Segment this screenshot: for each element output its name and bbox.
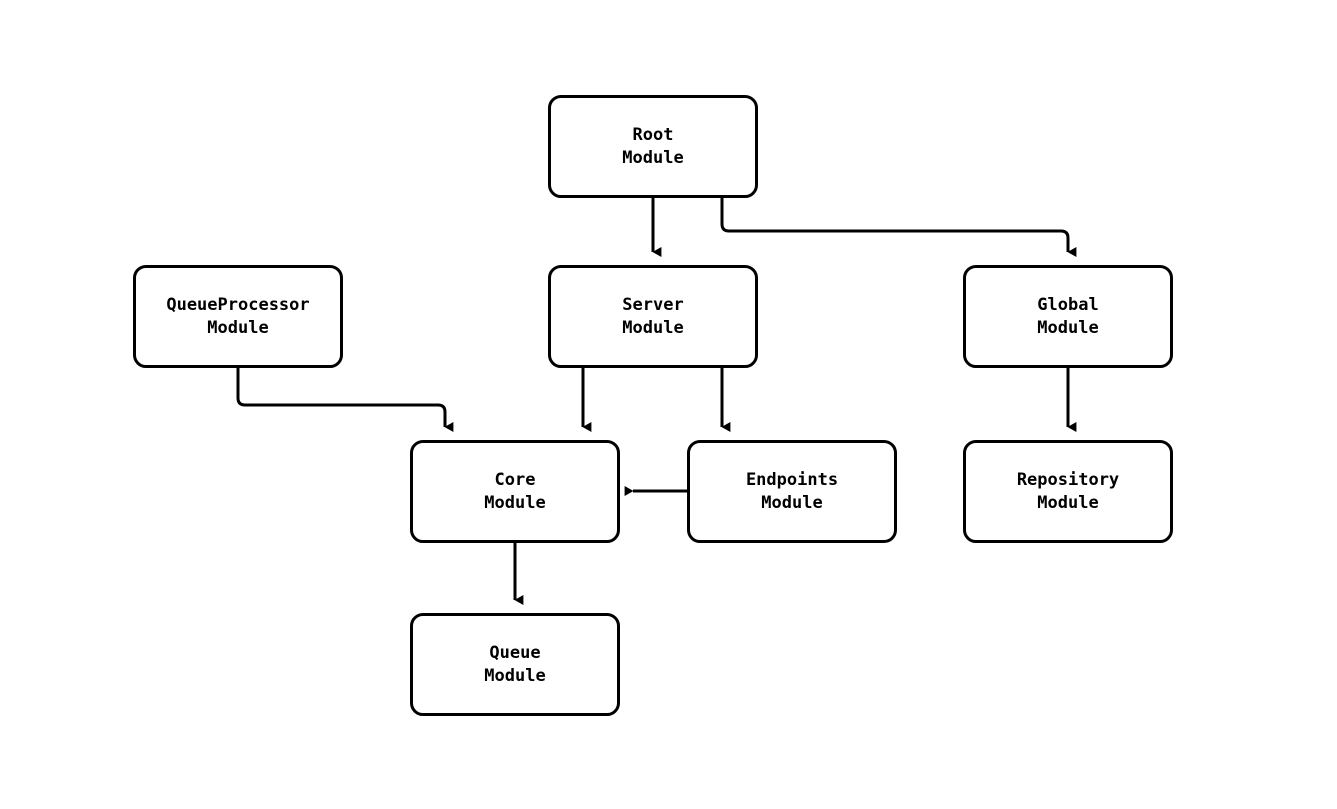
node-global[interactable]: Global Module <box>963 265 1173 368</box>
node-endpoints-label: Endpoints Module <box>745 469 839 513</box>
node-queue-label: Queue Module <box>484 642 546 686</box>
node-server[interactable]: Server Module <box>548 265 758 368</box>
node-queue[interactable]: Queue Module <box>410 613 620 716</box>
node-root-label: Root Module <box>622 124 684 168</box>
node-server-label: Server Module <box>622 294 684 338</box>
node-queueprocessor[interactable]: QueueProcessor Module <box>133 265 343 368</box>
node-core-label: Core Module <box>484 469 546 513</box>
node-global-label: Global Module <box>1037 294 1099 338</box>
node-queueprocessor-label: QueueProcessor Module <box>166 294 310 338</box>
edge-queueprocessor-to-core <box>236 368 454 432</box>
node-repository-label: Repository Module <box>1016 469 1120 513</box>
node-root[interactable]: Root Module <box>548 95 758 198</box>
node-core[interactable]: Core Module <box>410 440 620 543</box>
node-endpoints[interactable]: Endpoints Module <box>687 440 897 543</box>
edge-root-to-global <box>720 198 1077 257</box>
node-repository[interactable]: Repository Module <box>963 440 1173 543</box>
